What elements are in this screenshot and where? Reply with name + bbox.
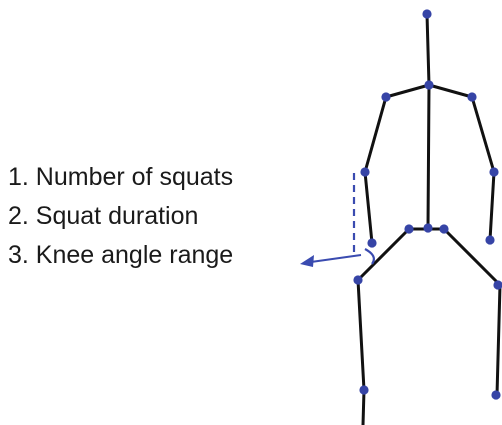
bone-right-shoulder	[427, 83, 474, 99]
joint-left-knee	[353, 275, 363, 285]
bone-left-forearm	[363, 170, 374, 245]
joint-neck	[424, 80, 434, 90]
skeleton-joints	[353, 9, 502, 400]
joint-right-elbow	[489, 167, 499, 177]
joint-left-wrist	[367, 238, 377, 248]
bone-right-upper-arm	[470, 95, 496, 174]
joint-right-knee	[493, 280, 502, 290]
knee-angle-arc	[364, 248, 375, 265]
joint-right-wrist	[485, 235, 495, 245]
joint-left-elbow	[360, 167, 370, 177]
metric-knee-angle-range: 3. Knee angle range	[8, 241, 234, 269]
skeleton-bones	[356, 12, 502, 425]
joint-head	[422, 9, 432, 19]
joint-left-hip	[404, 224, 414, 234]
bone-right-thigh	[442, 227, 502, 287]
bone-neck	[425, 12, 431, 87]
metric-squat-duration: 2. Squat duration	[8, 202, 199, 230]
arrowhead-left-icon	[300, 255, 314, 267]
metrics-list: 1. Number of squats 2. Squat duration 3.…	[8, 158, 233, 275]
bone-left-upper-arm	[363, 95, 388, 174]
joint-left-ankle	[359, 385, 369, 395]
bone-left-shoulder	[384, 83, 431, 99]
bone-left-thigh	[356, 227, 411, 282]
knee-angle-annotation	[300, 173, 375, 267]
bone-right-shin	[495, 283, 502, 397]
joint-right-hip	[439, 224, 449, 234]
metric-number-of-squats: 1. Number of squats	[8, 163, 234, 191]
bone-left-shin	[356, 278, 366, 392]
bone-left-foot	[361, 388, 366, 425]
bone-right-forearm	[488, 170, 496, 242]
bone-spine	[426, 83, 431, 230]
joint-left-shoulder	[381, 92, 391, 102]
pointer-arrow-line	[310, 254, 362, 263]
joint-right-ankle	[491, 390, 501, 400]
joint-right-shoulder	[467, 92, 477, 102]
joint-mid-hip	[423, 223, 433, 233]
